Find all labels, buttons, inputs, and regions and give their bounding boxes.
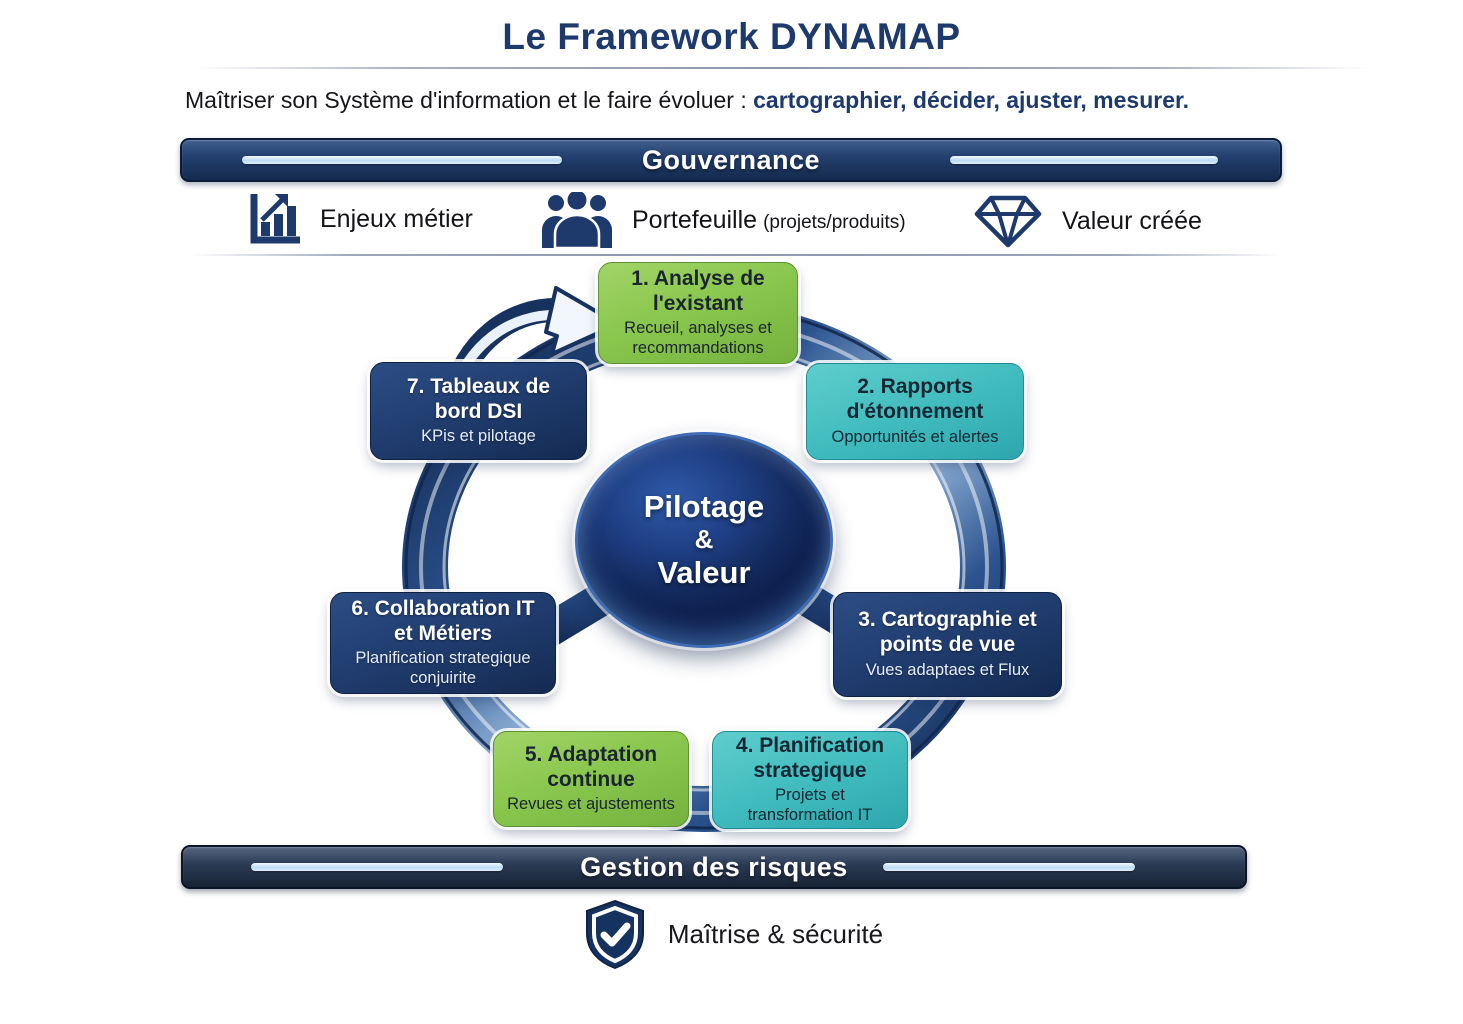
security-footer-label: Maîtrise & sécurité (667, 918, 884, 949)
governance-bar: Gouvernance (180, 138, 1282, 182)
risk-bar-stripe-right (883, 863, 1135, 871)
step-4-planification-strategique: 4. Planification strategique Projets et … (712, 731, 908, 829)
risk-bar-label: Gestion des risques (580, 851, 848, 882)
center-line1: Pilotage (643, 489, 765, 525)
step-title: 4. Planification strategique (735, 733, 885, 782)
subtitle-bold: cartographier, décider, ajuster, mesurer… (753, 87, 1190, 113)
governance-bar-stripe-right (950, 156, 1218, 164)
legend-valeur-creee: Valeur créée (970, 192, 1202, 250)
step-3-cartographie: 3. Cartographie et points de vue Vues ad… (833, 592, 1062, 697)
step-5-adaptation-continue: 5. Adaptation continue Revues et ajustem… (493, 731, 689, 827)
step-2-rapports-etonnement: 2. Rapports d'étonnement Opportunités et… (806, 363, 1024, 460)
page-title: Le Framework DYNAMAP (502, 16, 961, 57)
step-subtitle: Projets et transformation IT (747, 786, 873, 825)
step-1-analyse-existant: 1. Analyse de l'existant Recueil, analys… (598, 262, 798, 364)
step-subtitle: Opportunités et alertes (831, 427, 999, 446)
security-footer: Maîtrise & sécurité (0, 896, 1463, 972)
risk-bar: Gestion des risques (181, 845, 1247, 889)
governance-bar-label: Gouvernance (641, 144, 821, 175)
step-title: 2. Rapports d'étonnement (846, 375, 984, 424)
step-subtitle: Vues adaptaes et Flux (865, 660, 1030, 679)
center-pilotage-valeur: Pilotage & Valeur (575, 432, 833, 648)
step-title: 1. Analyse de l'existant (631, 266, 765, 315)
legend-label-enjeux: Enjeux métier (320, 204, 473, 233)
step-subtitle: KPis et pilotage (421, 427, 536, 446)
legend-portefeuille: Portefeuille(projets/produits) (538, 192, 906, 248)
legend-label-valeur: Valeur créée (1062, 206, 1202, 235)
step-title: 5. Adaptation continue (524, 742, 658, 791)
step-subtitle: Revues et ajustements (507, 795, 675, 814)
step-7-tableaux-de-bord-dsi: 7. Tableaux de bord DSI KPis et pilotage (370, 362, 587, 460)
step-subtitle: Planification strategique conjuirite (355, 649, 531, 688)
step-title: 7. Tableaux de bord DSI (406, 374, 551, 423)
subtitle: Maîtriser son Système d'information et l… (185, 87, 1305, 114)
bar-chart-growth-icon (250, 194, 300, 244)
center-line2: & (694, 524, 714, 555)
diamond-icon (974, 195, 1042, 248)
step-6-collaboration-it-metiers: 6. Collaboration IT et Métiers Planifica… (330, 592, 556, 694)
step-title: 6. Collaboration IT et Métiers (351, 596, 535, 645)
center-line3: Valeur (657, 554, 751, 590)
title-divider (195, 67, 1370, 69)
governance-bar-stripe-left (242, 156, 562, 164)
step-subtitle: Recueil, analyses et recommandations (624, 319, 772, 358)
legend-sublabel-portefeuille: (projets/produits) (763, 211, 906, 233)
risk-bar-stripe-left (251, 863, 503, 871)
legend-enjeux-metier: Enjeux métier (246, 190, 473, 248)
legend-divider (190, 254, 1280, 256)
step-title: 3. Cartographie et points de vue (858, 608, 1037, 657)
people-group-icon (542, 192, 612, 248)
legend-label-portefeuille: Portefeuille(projets/produits) (632, 205, 906, 234)
shield-check-icon (585, 899, 644, 970)
subtitle-normal: Maîtriser son Système d'information et l… (185, 87, 754, 113)
